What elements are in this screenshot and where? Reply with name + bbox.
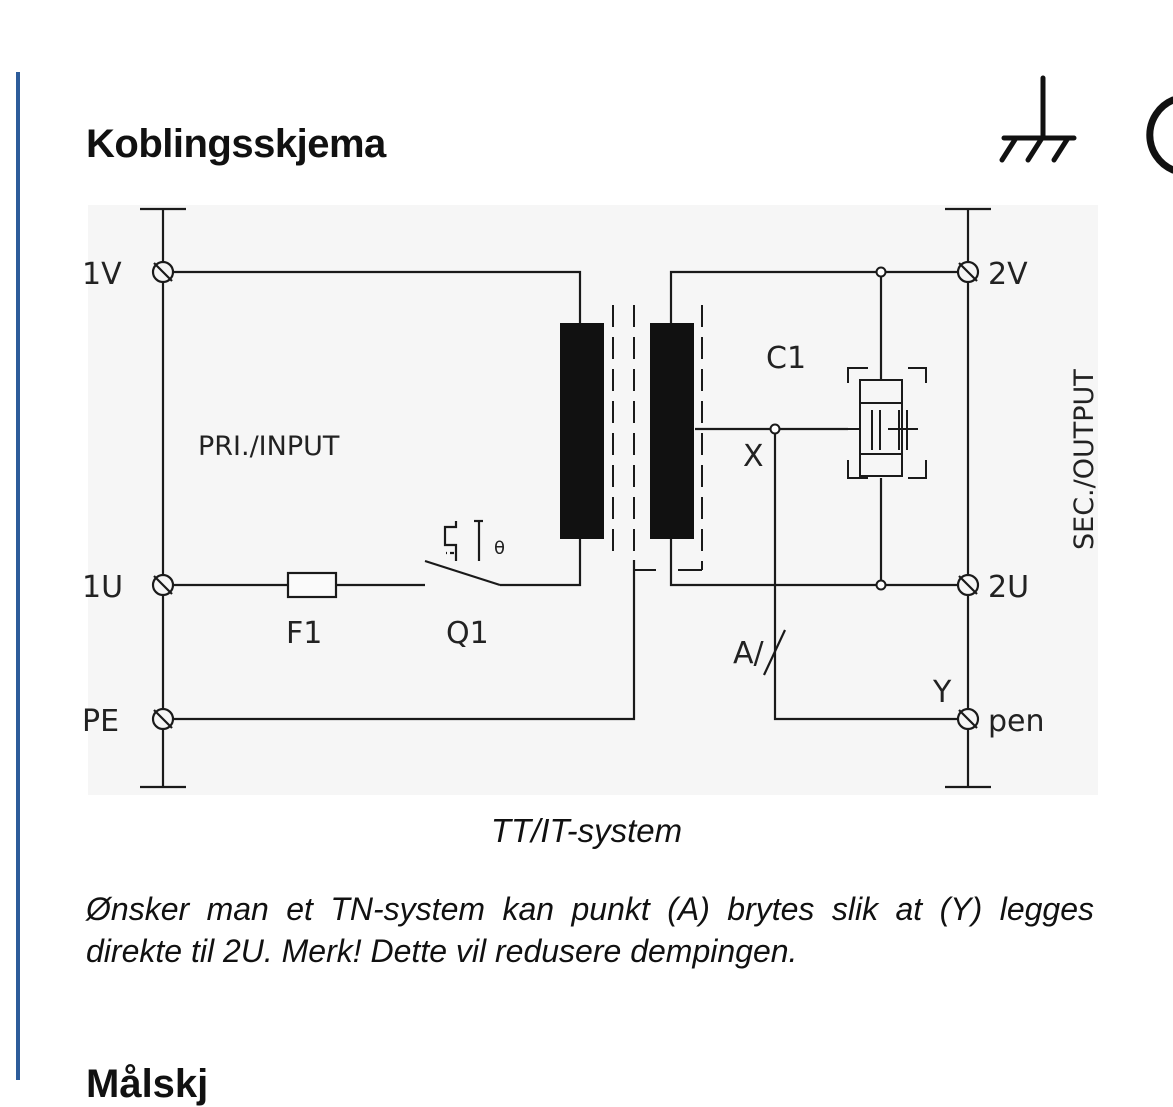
ground-icon xyxy=(999,75,1173,174)
wiring-diagram: 1V 1U PE 2V 2U pen PRI./INPUT SEC./OUTPU… xyxy=(82,205,1100,795)
terminal-label-pe: PE xyxy=(82,704,119,739)
section-title: Koblingsskjema xyxy=(86,122,386,166)
fuse-label: F1 xyxy=(286,616,322,651)
terminal-label-pen: pen xyxy=(988,704,1045,739)
point-label-x: X xyxy=(743,439,764,474)
diagram-wires xyxy=(140,207,991,789)
transformer-shields xyxy=(612,305,703,570)
fuse-f1-symbol xyxy=(286,571,338,599)
capacitor-c1-symbol xyxy=(847,367,927,479)
next-section-title: Målskj xyxy=(86,1062,209,1106)
tn-system-note: Ønsker man et TN-system kan punkt (A) br… xyxy=(86,891,1094,969)
wiring-diagram-svg: 1V 1U PE 2V 2U pen PRI./INPUT SEC./OUTPU… xyxy=(82,205,1100,795)
terminal-label-1v: 1V xyxy=(82,257,122,292)
zone-label-output: SEC./OUTPUT xyxy=(1069,369,1100,550)
breaker-thermal-symbol: θ xyxy=(494,538,505,559)
primary-winding xyxy=(560,323,604,539)
left-accent-rule xyxy=(16,72,20,1080)
junction-dots xyxy=(769,266,887,591)
figure-caption: TT/IT-system xyxy=(490,812,683,849)
terminal-symbols xyxy=(151,260,980,731)
secondary-winding xyxy=(650,323,694,539)
terminal-label-2u: 2U xyxy=(988,570,1029,605)
breaker-label: Q1 xyxy=(446,616,489,651)
capacitor-label: C1 xyxy=(766,341,806,376)
point-label-y: Y xyxy=(932,675,952,710)
zone-label-input: PRI./INPUT xyxy=(198,431,340,462)
point-label-a: A/ xyxy=(733,636,765,671)
terminal-label-1u: 1U xyxy=(82,570,123,605)
terminal-label-2v: 2V xyxy=(988,257,1028,292)
transformer xyxy=(560,305,703,571)
breaker-q1-symbol xyxy=(424,519,501,587)
